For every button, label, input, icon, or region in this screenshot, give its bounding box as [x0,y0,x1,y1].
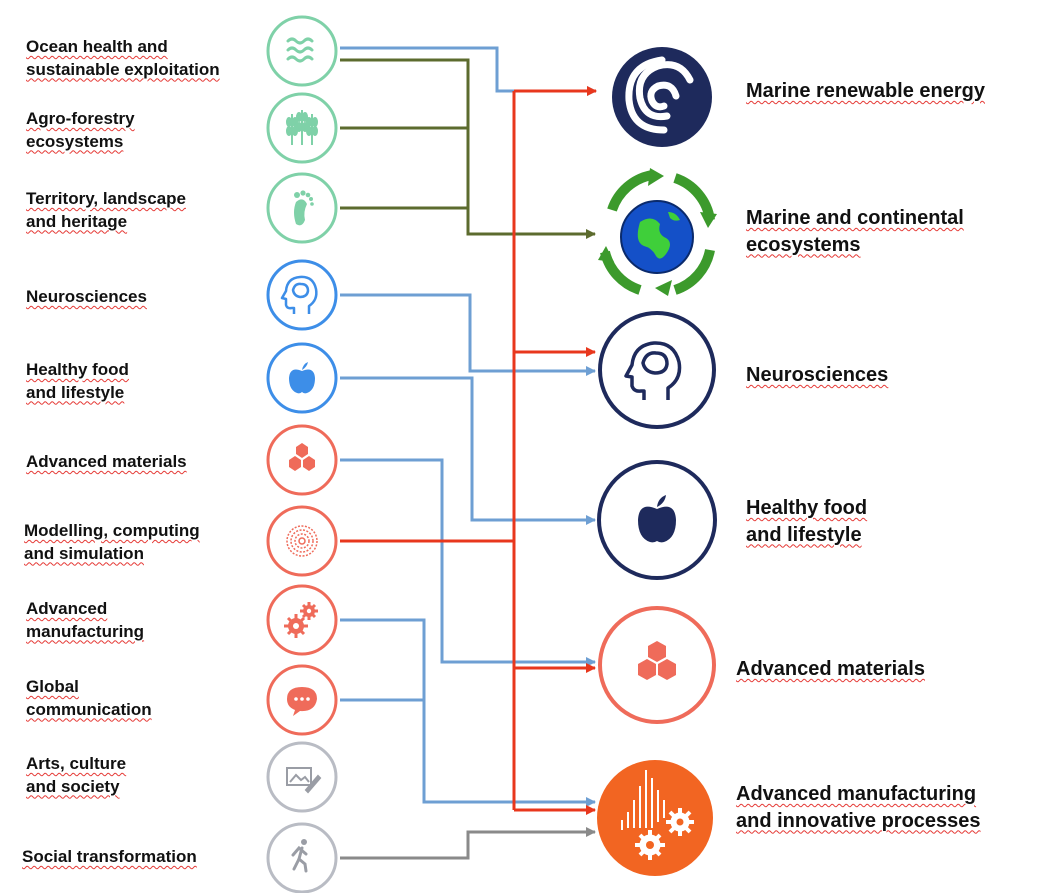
right-label-renewable-line1: Marine renewable energy [746,80,985,102]
left-label-manufacturing-line1: Advanced [26,599,108,618]
connector-neuro-to-neuro [340,293,596,376]
left-label-arts-line2: and society [26,776,120,796]
right-circle-renewable [612,47,712,147]
left-circle-agro [266,92,338,164]
right-label-neuro: Neurosciences [746,362,888,389]
right-label-neuro-line1: Neurosciences [746,364,889,386]
left-label-modelling: Modelling, computing and simulation [24,520,200,565]
brain-head-icon [624,341,682,400]
left-label-social: Social transformation [22,846,197,869]
left-label-agro: Agro-forestry ecosystems [26,108,135,153]
connector-manufacturing-to-manufacturing [340,618,596,807]
left-label-food-line1: Healthy food [26,360,129,379]
left-label-territory: Territory, landscape and heritage [26,188,186,233]
left-circle-arts [266,741,338,813]
right-label-manufacturing-line1: Advanced manufacturing [736,783,977,805]
left-label-manufacturing-line2: manufacturing [26,621,145,641]
left-label-arts-line1: Arts, culture [26,754,127,773]
art-frame-icon [286,767,322,794]
speech-bubble-icon [287,687,317,716]
left-label-communication: Global communication [26,676,152,721]
left-label-territory-line1: Territory, landscape [26,189,186,208]
left-label-ocean: Ocean health and sustainable exploitatio… [26,36,220,81]
right-label-ecosystems: Marine and continental ecosystems [746,205,964,258]
walking-person-icon [291,839,308,873]
factory-gears-icon [621,770,694,860]
left-circle-ocean [266,15,338,87]
radial-pattern-icon [286,525,318,557]
left-circle-territory [266,172,338,244]
right-circle-ecosystems [598,168,717,296]
right-label-food-line1: Healthy food [746,497,868,519]
right-label-food-line2: and lifestyle [746,523,862,546]
connectors [340,46,597,860]
right-label-materials-line1: Advanced materials [736,658,925,680]
left-circle-communication [266,664,338,736]
left-label-neuro: Neurosciences [26,286,147,309]
left-circle-food [266,342,338,414]
hexagons-icon [638,641,676,680]
right-circle-neuro [598,311,716,429]
left-label-manufacturing: Advanced manufacturing [26,598,144,643]
connector-social-to-manufacturing [340,827,596,860]
left-label-modelling-line2: and simulation [24,543,144,563]
gears-icon [284,602,318,638]
waves-icon [286,37,314,63]
left-label-ocean-line1: Ocean health and [26,37,168,56]
left-label-materials-line1: Advanced materials [26,452,187,471]
right-label-manufacturing: Advanced manufacturing and innovative pr… [736,781,981,834]
left-label-modelling-line1: Modelling, computing [24,521,200,540]
right-label-materials: Advanced materials [736,656,925,683]
left-label-materials: Advanced materials [26,451,187,474]
right-circle-materials [598,606,716,724]
globe-recycle-icon [598,168,717,296]
right-circle-manufacturing [597,760,713,876]
left-label-arts: Arts, culture and society [26,753,126,798]
connector-food-to-food [340,376,596,525]
left-label-ocean-line2: sustainable exploitation [26,59,220,79]
left-label-communication-line1: Global [26,677,79,696]
left-label-food: Healthy food and lifestyle [26,359,129,404]
right-label-renewable: Marine renewable energy [746,78,985,105]
left-circle-neuro [266,259,338,331]
left-label-agro-line1: Agro-forestry [26,109,135,128]
left-circle-social [266,822,338,893]
right-label-manufacturing-line2: and innovative processes [736,809,981,832]
right-label-ecosystems-line2: ecosystems [746,233,861,256]
left-label-agro-line2: ecosystems [26,131,124,151]
left-label-communication-line2: communication [26,699,152,719]
right-label-ecosystems-line1: Marine and continental [746,207,964,229]
hexagons-icon [289,443,315,471]
right-label-food: Healthy food and lifestyle [746,495,867,548]
right-circle-food [597,460,717,580]
footprint-icon [294,190,314,226]
left-label-social-line1: Social transformation [22,847,197,866]
left-label-neuro-line1: Neurosciences [26,287,147,306]
left-label-food-line2: and lifestyle [26,382,125,402]
connector-materials-to-materials [340,458,596,667]
right-icon-column [597,47,717,876]
wheat-icon [286,110,318,145]
brain-head-icon [280,275,318,314]
apple-icon [638,495,676,543]
left-circle-manufacturing [266,584,338,656]
left-icon-column [266,15,338,893]
left-circle-modelling [266,505,338,577]
left-circle-materials [266,424,338,496]
apple-icon [289,362,315,394]
connector-ocean-to-ecosystems [340,58,596,239]
swirl-icon [625,56,694,134]
left-label-territory-line2: and heritage [26,211,128,231]
